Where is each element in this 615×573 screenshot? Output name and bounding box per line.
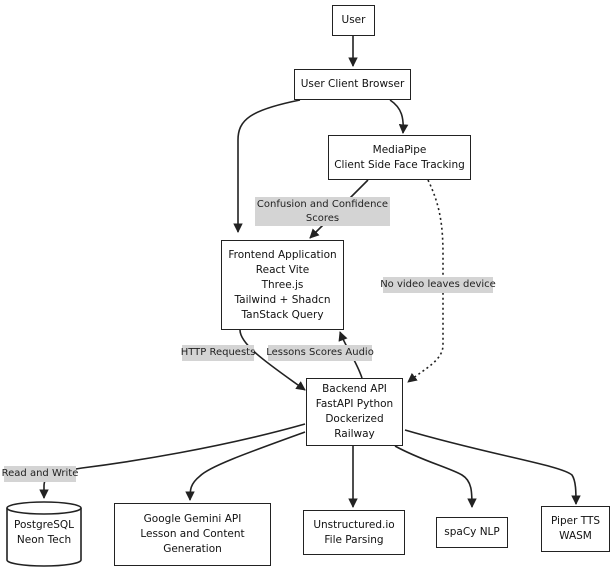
mediapipe-node: MediaPipe Client Side Face Tracking bbox=[328, 135, 471, 180]
edge-backend-postgres bbox=[39, 423, 306, 499]
confusion-scores-edge-label: Confusion and Confidence Scores bbox=[255, 197, 390, 226]
read-write-edge-label: Read and Write bbox=[2, 466, 78, 482]
google-gemini-api-node: Google Gemini API Lesson and Content Gen… bbox=[114, 503, 271, 566]
backend-api-node: Backend API FastAPI Python Dockerized Ra… bbox=[306, 378, 403, 446]
user-client-browser-node: User Client Browser bbox=[294, 69, 411, 100]
edge-frontend-backend bbox=[239, 329, 306, 391]
unstructured-io-node: Unstructured.io File Parsing bbox=[303, 510, 405, 555]
spacy-nlp-node: spaCy NLP bbox=[436, 517, 508, 548]
no-video-edge-label: No video leaves device bbox=[380, 277, 496, 293]
frontend-application-node: Frontend Application React Vite Three.js… bbox=[221, 240, 344, 330]
edge-backend-gemini bbox=[185, 431, 306, 501]
http-requests-edge-label: HTTP Requests bbox=[181, 345, 255, 361]
lessons-scores-audio-edge-label: Lessons Scores Audio bbox=[266, 345, 374, 361]
edge-backend-spacy bbox=[394, 445, 477, 508]
edge-browser-frontend bbox=[233, 99, 301, 233]
edge-backend-piper bbox=[404, 429, 581, 505]
postgres-cylinder bbox=[6, 501, 82, 567]
piper-tts-node: Piper TTS WASM bbox=[541, 506, 610, 552]
user-node: User bbox=[332, 5, 375, 36]
edge-browser-mediapipe bbox=[389, 99, 409, 134]
postgresql-node: PostgreSQL Neon Tech bbox=[14, 519, 74, 546]
